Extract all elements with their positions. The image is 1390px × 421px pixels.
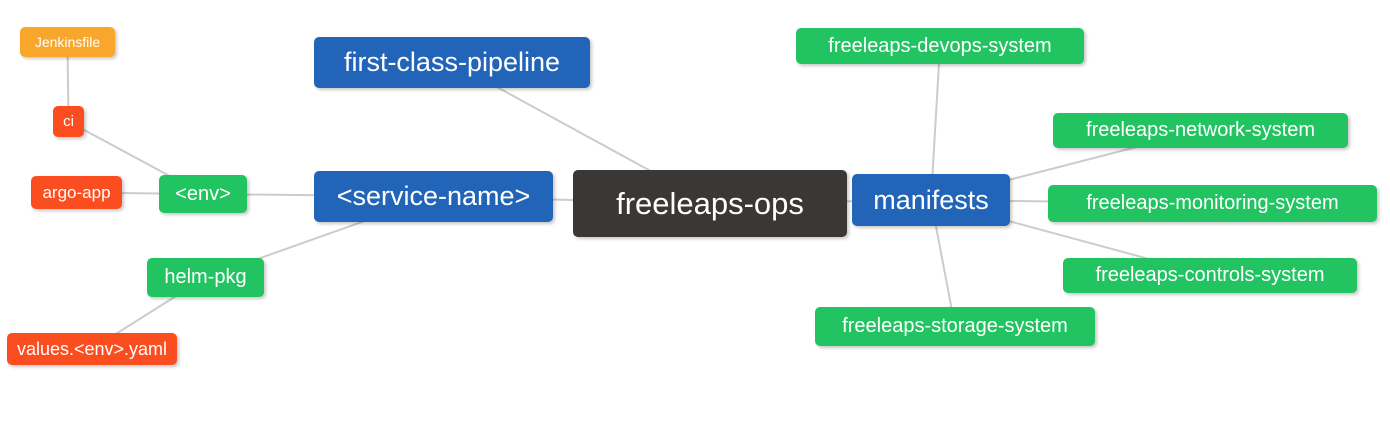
node-first-class-pipeline[interactable]: first-class-pipeline — [314, 37, 590, 88]
node-values-env-yaml[interactable]: values.<env>.yaml — [7, 333, 177, 365]
node-env[interactable]: <env> — [159, 175, 247, 213]
node-monitoring-system[interactable]: freeleaps-monitoring-system — [1048, 185, 1377, 222]
node-helm-pkg[interactable]: helm-pkg — [147, 258, 264, 297]
node-storage-system[interactable]: freeleaps-storage-system — [815, 307, 1095, 346]
node-argo-app[interactable]: argo-app — [31, 176, 122, 209]
node-jenkinsfile[interactable]: Jenkinsfile — [20, 27, 115, 57]
node-service-name[interactable]: <service-name> — [314, 171, 553, 222]
node-ci[interactable]: ci — [53, 106, 84, 137]
node-controls-system[interactable]: freeleaps-controls-system — [1063, 258, 1357, 293]
node-freeleaps-ops[interactable]: freeleaps-ops — [573, 170, 847, 237]
node-network-system[interactable]: freeleaps-network-system — [1053, 113, 1348, 148]
node-devops-system[interactable]: freeleaps-devops-system — [796, 28, 1084, 64]
node-manifests[interactable]: manifests — [852, 174, 1010, 226]
